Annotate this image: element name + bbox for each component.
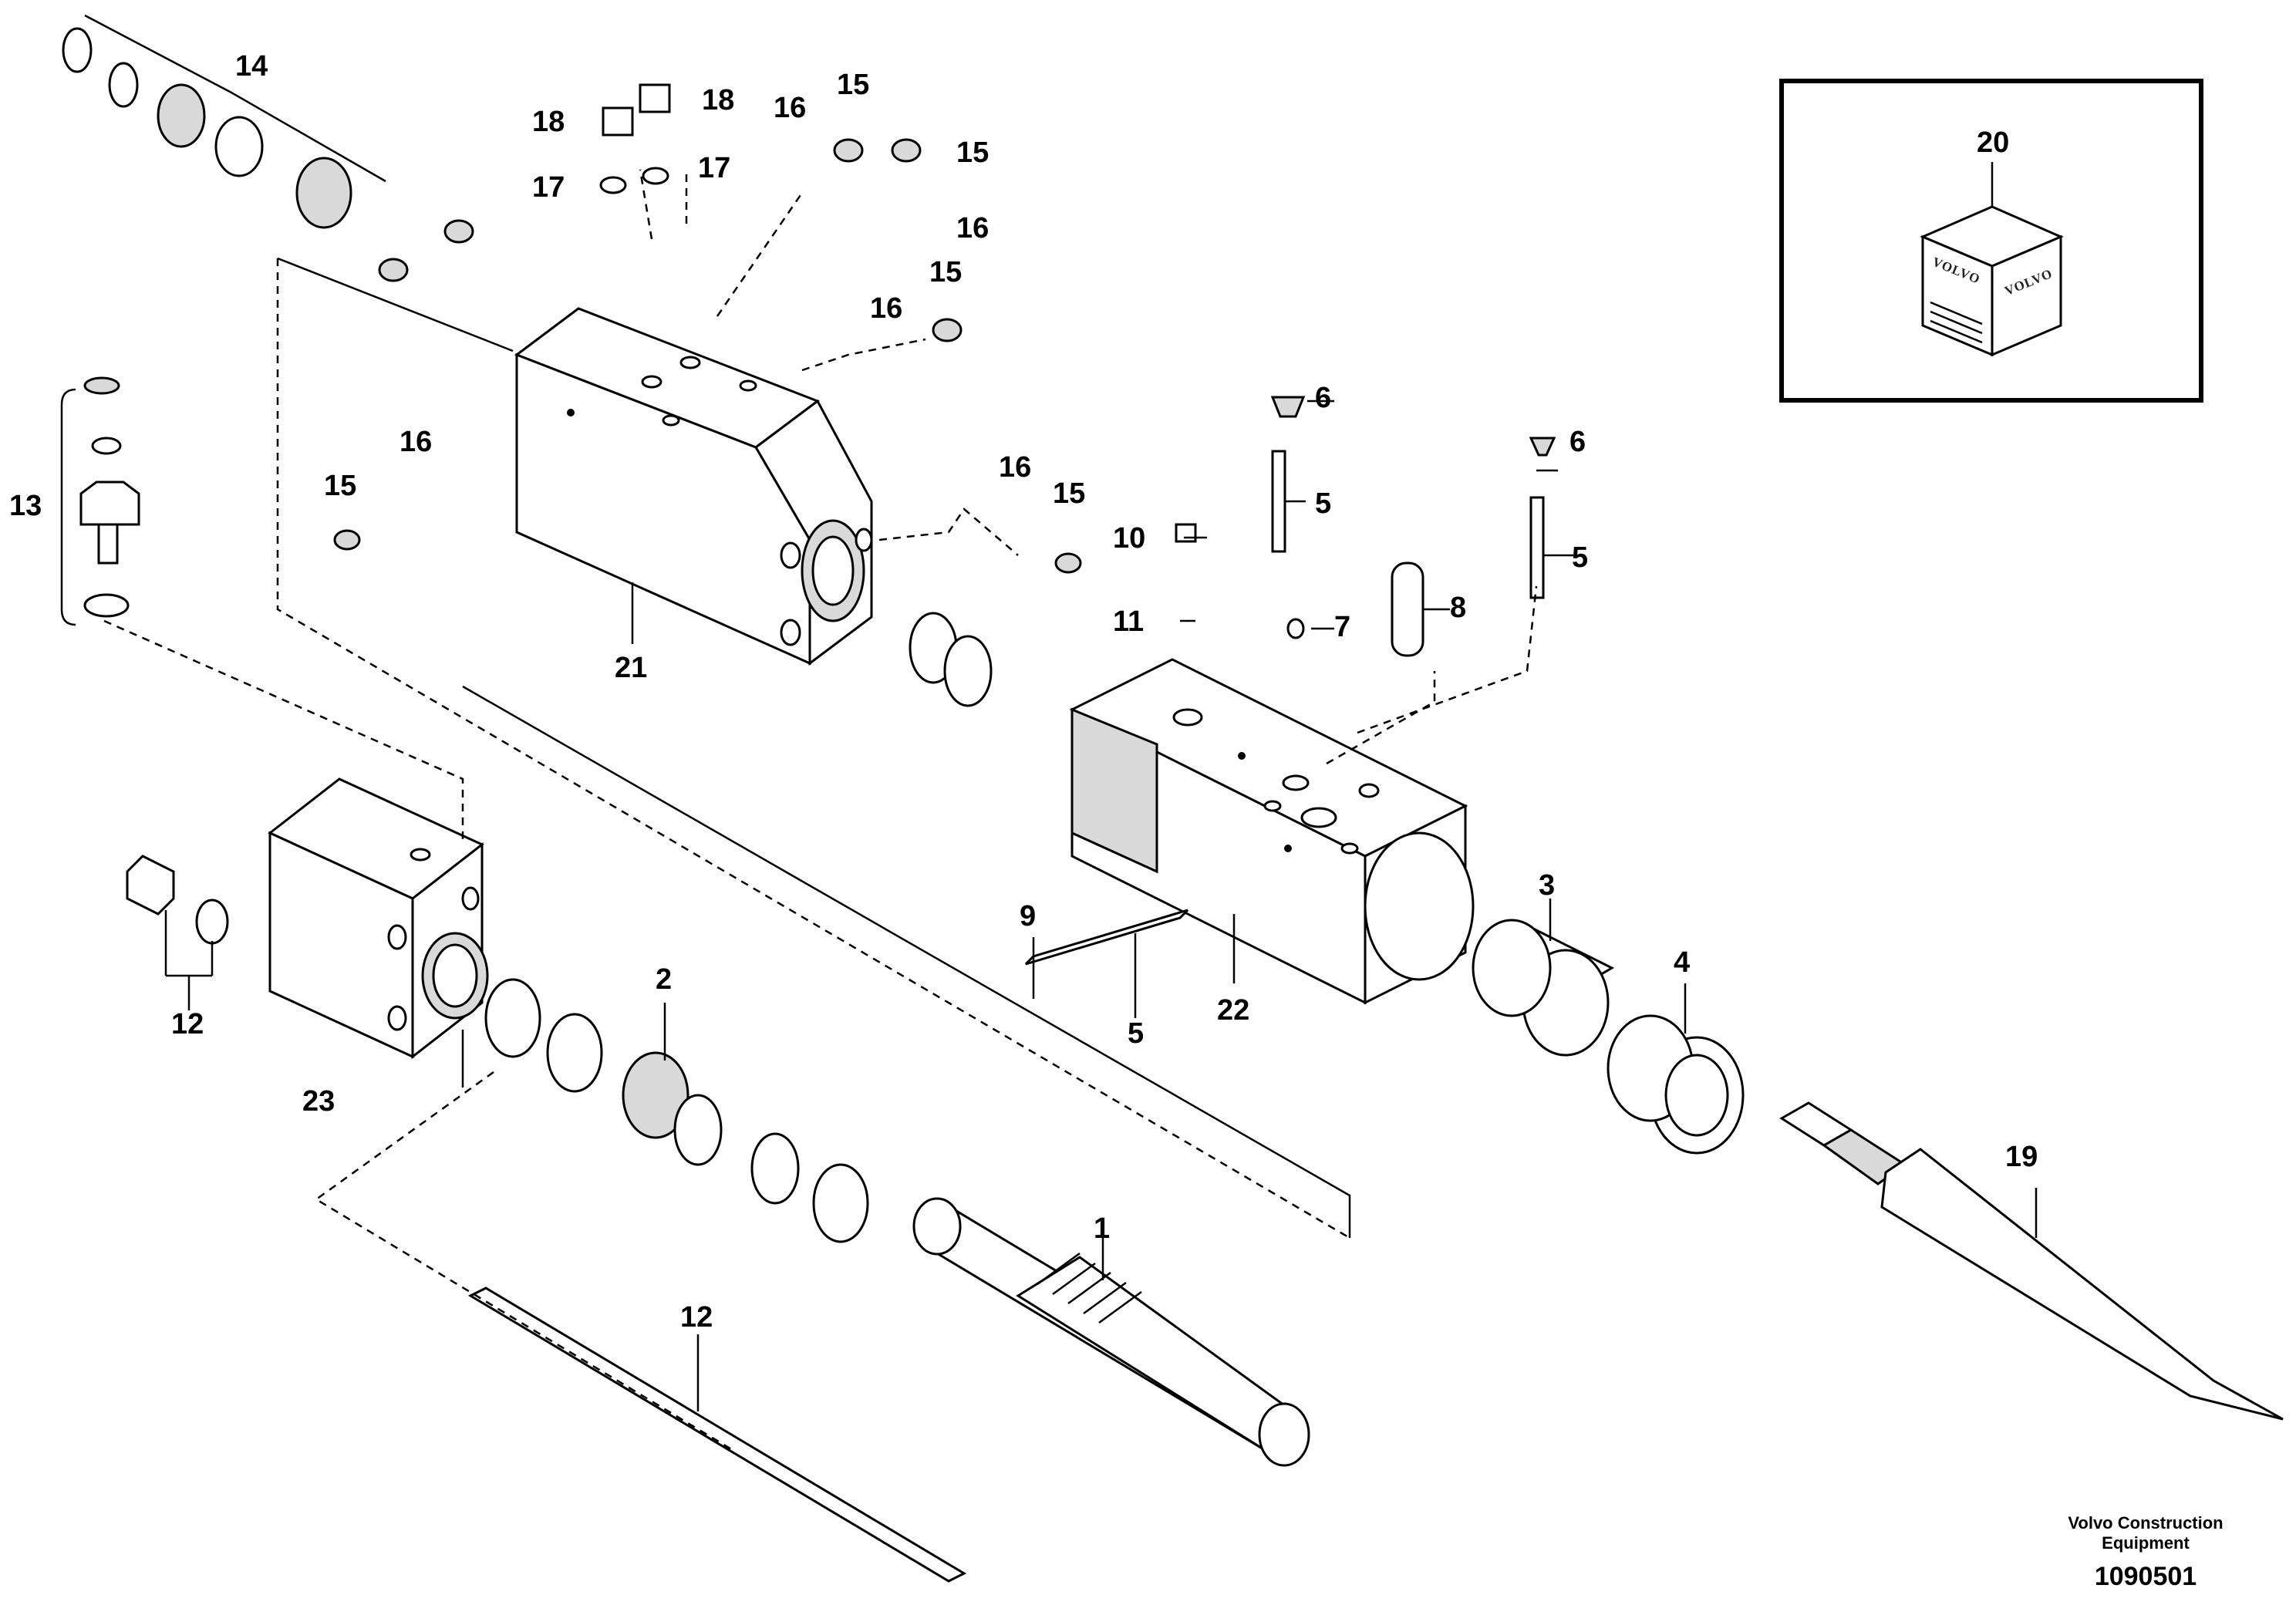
pins-5 <box>1024 450 1545 966</box>
callout-11: 11 <box>1113 605 1144 638</box>
parts-kit-box: VOLVO VOLVO <box>1779 79 2203 403</box>
callout-21: 21 <box>615 652 647 684</box>
credit-line-1: Volvo Construction <box>2068 1513 2223 1533</box>
callout-14: 14 <box>235 50 268 83</box>
check-valve-13 <box>79 376 140 618</box>
callout-23: 23 <box>302 1085 335 1118</box>
small-parts <box>1175 396 1556 657</box>
callout-16e: 16 <box>999 451 1031 484</box>
callout-10: 10 <box>1113 522 1145 555</box>
credit-block: Volvo Construction Equipment 1090501 <box>2068 1513 2223 1591</box>
callout-9: 9 <box>1020 900 1036 932</box>
leader-lines <box>164 400 2038 1411</box>
callout-15b: 15 <box>956 137 989 169</box>
callout-6b: 6 <box>1569 426 1586 458</box>
callout-6a: 6 <box>1315 382 1331 414</box>
valve-block-21 <box>514 307 873 666</box>
callout-15d: 15 <box>324 470 356 502</box>
callout-15e: 15 <box>1053 477 1085 510</box>
callout-8: 8 <box>1450 592 1466 624</box>
callout-16d: 16 <box>400 426 432 458</box>
valve-parts-14 <box>62 27 352 229</box>
bushing-4 <box>1607 1014 1745 1155</box>
tie-rod-12 <box>467 1286 967 1583</box>
chisel-19 <box>1779 1101 2284 1421</box>
callout-16b: 16 <box>956 212 989 244</box>
document-number: 1090501 <box>2095 1562 2197 1591</box>
callout-labels: 1 2 3 4 5 5 5 6 6 7 8 9 10 11 12 12 13 1… <box>9 50 2038 1334</box>
callout-4: 4 <box>1674 946 1690 979</box>
callout-12a: 12 <box>171 1008 204 1040</box>
callout-16a: 16 <box>774 92 806 124</box>
callout-17b: 17 <box>698 152 730 184</box>
dashed-links <box>103 169 1538 1452</box>
seal-rings <box>484 612 993 1243</box>
callout-18b: 18 <box>702 84 734 116</box>
callout-5a: 5 <box>1315 487 1331 520</box>
plugs <box>333 83 1082 574</box>
callout-19: 19 <box>2005 1141 2038 1173</box>
callout-15c: 15 <box>929 256 962 288</box>
callout-16c: 16 <box>870 292 902 325</box>
nut-assembly-12 <box>126 855 229 945</box>
bushing-3 <box>1472 919 1615 1057</box>
credit-line-2: Equipment <box>2102 1533 2190 1553</box>
callout-20: 20 <box>1977 126 2009 159</box>
piston-1 <box>912 1197 1310 1467</box>
callout-15a: 15 <box>837 69 869 101</box>
callout-17a: 17 <box>532 171 565 204</box>
callout-13: 13 <box>9 490 42 522</box>
callout-1: 1 <box>1094 1212 1110 1245</box>
callout-5b: 5 <box>1572 541 1588 574</box>
callout-5c: 5 <box>1128 1017 1144 1050</box>
callout-7: 7 <box>1334 611 1350 643</box>
cylinder-22 <box>1069 658 1475 1005</box>
callout-3: 3 <box>1539 869 1555 902</box>
callout-12b: 12 <box>680 1301 713 1334</box>
callout-18a: 18 <box>532 106 565 138</box>
callout-22: 22 <box>1217 994 1249 1027</box>
front-head-23 <box>268 777 489 1060</box>
callout-2: 2 <box>656 963 672 996</box>
